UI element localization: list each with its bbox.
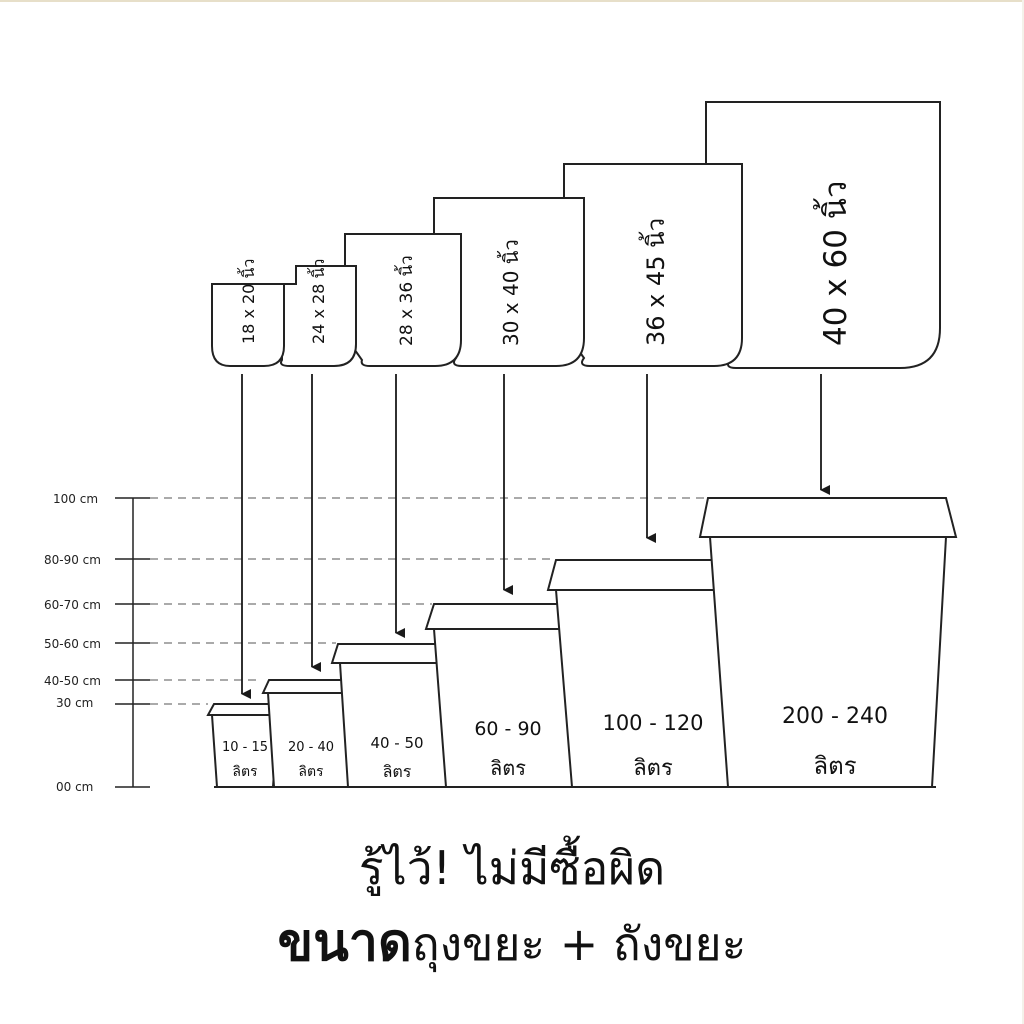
bag-size-labels: 18 x 20 นิ้ว 24 x 28 นิ้ว 28 x 36 นิ้ว 3…	[237, 181, 854, 346]
caption-tagline: รู้ไว้! ไม่มีซื้อผิด	[358, 841, 666, 895]
scale-label-40-50: 40-50 cm	[44, 674, 101, 688]
bin-lid-6	[698, 497, 958, 538]
bag-size-label-2: 24 x 28 นิ้ว	[307, 259, 328, 344]
scale-label-30: 30 cm	[56, 696, 93, 710]
bag-shape-1	[211, 283, 285, 367]
scale-label-100: 100 cm	[53, 492, 98, 506]
bin-volume-1: 10 - 15	[222, 740, 268, 755]
bin-unit-1: ลิตร	[232, 764, 258, 780]
bag-size-label-3: 28 x 36 นิ้ว	[394, 255, 417, 346]
bag-size-label-6: 40 x 60 นิ้ว	[813, 181, 854, 346]
scale-label-80-90: 80-90 cm	[44, 553, 101, 567]
bag-shape-2	[280, 265, 357, 367]
top-border	[0, 0, 1024, 2]
bin-unit-3: ลิตร	[383, 762, 412, 781]
bag-size-label-4: 30 x 40 นิ้ว	[497, 239, 523, 346]
scale-label-00: 00 cm	[56, 780, 93, 794]
bin-volume-3: 40 - 50	[370, 734, 423, 752]
bin-volume-6: 200 - 240	[782, 704, 888, 729]
bin-body-6	[708, 536, 948, 788]
garbage-bags	[211, 101, 941, 369]
bin-volume-5: 100 - 120	[602, 711, 703, 735]
bin-unit-5: ลิตร	[633, 756, 673, 781]
bin-labels: 10 - 15 ลิตร 20 - 40 ลิตร 40 - 50 ลิตร 6…	[222, 704, 888, 781]
caption-title-rest: ถุงขยะ + ถังขยะ	[411, 917, 747, 971]
bag-size-label-1: 18 x 20 นิ้ว	[237, 259, 258, 344]
scale-label-50-60: 50-60 cm	[44, 637, 101, 651]
bag-shape-3	[344, 233, 462, 367]
bin-volume-2: 20 - 40	[288, 740, 334, 755]
garbage-bins	[206, 497, 958, 788]
caption-title: ขนาดถุงขยะ + ถังขยะ	[0, 900, 1024, 983]
scale-label-60-70: 60-70 cm	[44, 598, 101, 612]
arrows	[241, 374, 830, 699]
bin-unit-2: ลิตร	[298, 764, 324, 780]
bin-unit-4: ลิตร	[490, 756, 526, 780]
bin-volume-4: 60 - 90	[474, 718, 541, 740]
height-scale: 100 cm 80-90 cm 60-70 cm 50-60 cm 40-50 …	[44, 492, 708, 794]
bag-size-label-5: 36 x 45 นิ้ว	[638, 218, 670, 346]
bin-unit-6: ลิตร	[813, 752, 856, 780]
caption-title-bold: ขนาด	[277, 913, 412, 973]
bag-shape-5	[563, 163, 743, 367]
right-border	[1022, 0, 1024, 1024]
